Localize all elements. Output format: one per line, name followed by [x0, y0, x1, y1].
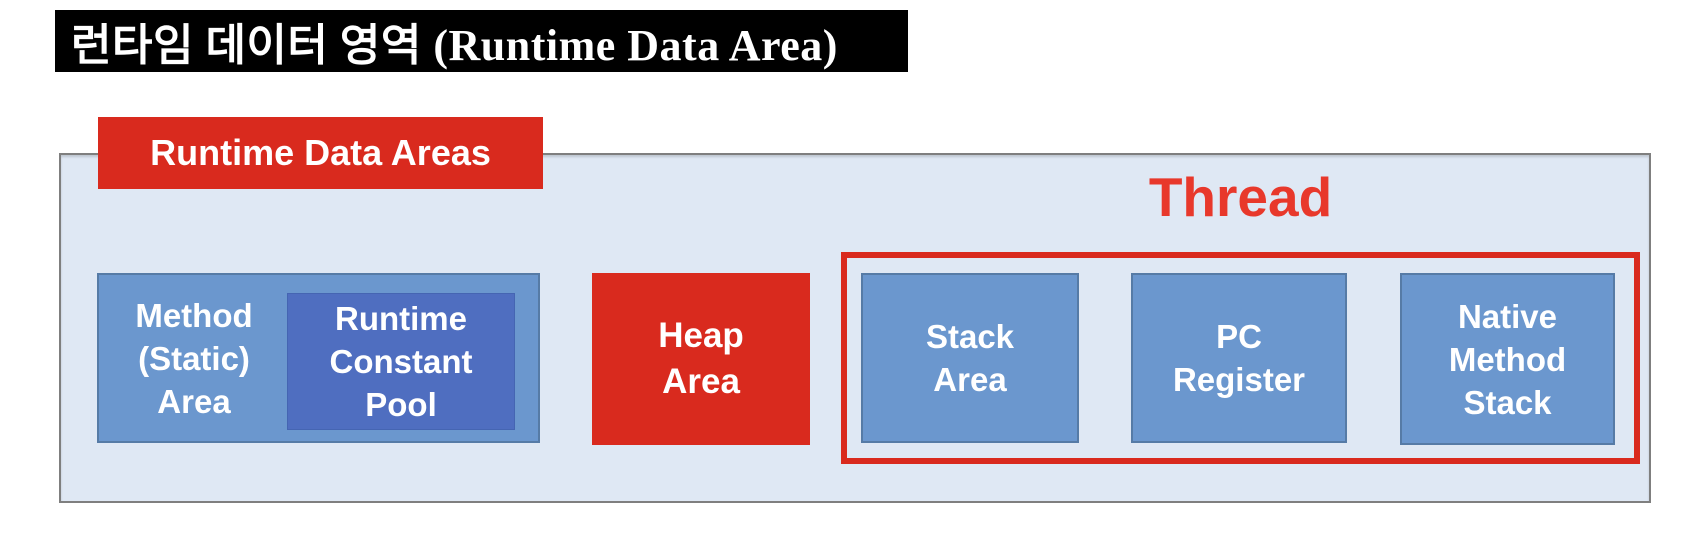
stack-area-box: Stack Area: [861, 273, 1079, 443]
native-method-stack-box: Native Method Stack: [1400, 273, 1615, 445]
thread-group-box: [841, 252, 1640, 464]
method-area-label: Method (Static) Area: [135, 296, 253, 420]
heap-area-box: Heap Area: [592, 273, 810, 445]
pc-register-box: PC Register: [1131, 273, 1347, 443]
page-title: 런타임 데이터 영역 (Runtime Data Area): [55, 10, 908, 72]
method-area-box: Method (Static) Area Runtime Constant Po…: [97, 273, 540, 443]
runtime-data-areas-label: Runtime Data Areas: [98, 117, 543, 189]
page-title-text: 런타임 데이터 영역 (Runtime Data Area): [71, 21, 838, 70]
thread-label: Thread: [1148, 166, 1333, 228]
runtime-constant-pool-box: Runtime Constant Pool: [287, 293, 515, 430]
